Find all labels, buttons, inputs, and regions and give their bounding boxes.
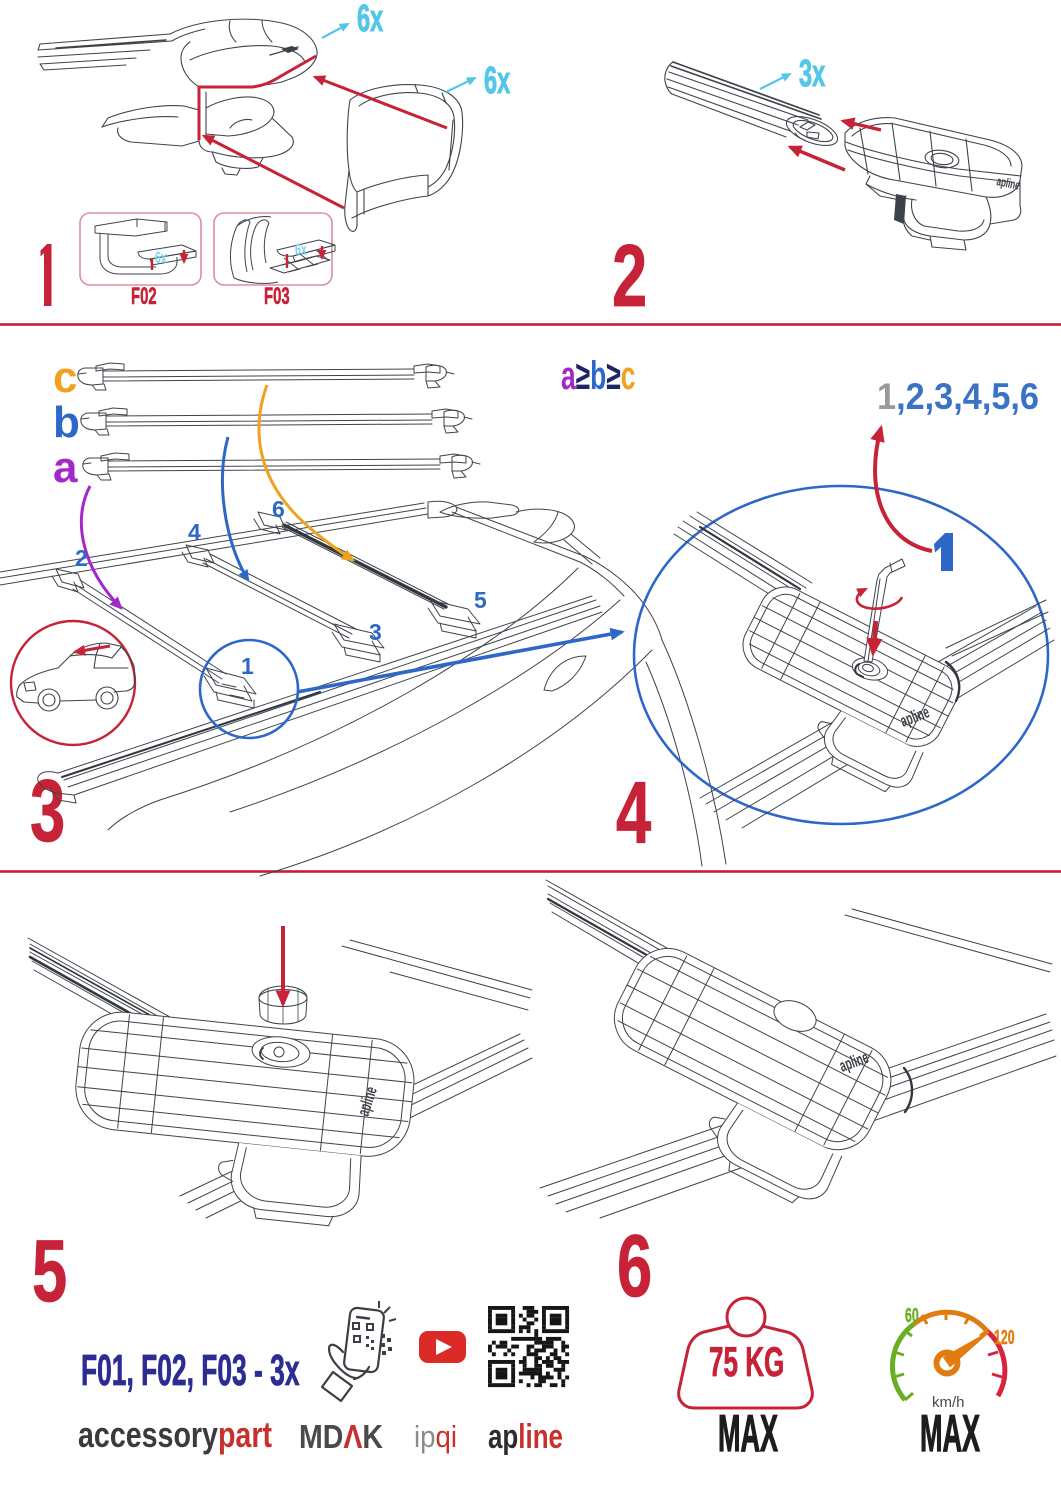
- svg-text:60: 60: [905, 1304, 919, 1327]
- svg-text:3x: 3x: [799, 51, 826, 94]
- svg-text:MDΛK: MDΛK: [299, 1418, 383, 1455]
- svg-text:6x: 6x: [295, 239, 307, 258]
- svg-text:a≥b≥c: a≥b≥c: [561, 354, 635, 399]
- svg-text:6x: 6x: [484, 58, 511, 101]
- svg-text:km/h: km/h: [932, 1394, 965, 1411]
- svg-text:120: 120: [994, 1326, 1015, 1349]
- svg-text:75 KG: 75 KG: [709, 1339, 784, 1386]
- svg-text:F02: F02: [131, 284, 157, 310]
- svg-text:apline: apline: [488, 1418, 563, 1456]
- svg-text:F03: F03: [264, 284, 290, 310]
- svg-text:MAX: MAX: [920, 1403, 980, 1462]
- svg-text:5: 5: [474, 587, 487, 613]
- svg-text:6: 6: [272, 496, 285, 522]
- svg-text:b: b: [53, 398, 80, 447]
- svg-text:2: 2: [75, 545, 88, 571]
- svg-text:ipqi: ipqi: [414, 1419, 457, 1454]
- svg-text:a: a: [53, 443, 78, 492]
- svg-text:apline: apline: [995, 174, 1021, 193]
- svg-text:2: 2: [612, 228, 647, 326]
- svg-text:4: 4: [188, 519, 201, 545]
- svg-text:c: c: [53, 353, 77, 402]
- svg-text:F01, F02, F03 - 3x: F01, F02, F03 - 3x: [81, 1345, 300, 1395]
- svg-text:3: 3: [369, 619, 382, 645]
- svg-text:5: 5: [32, 1223, 67, 1321]
- svg-text:6: 6: [617, 1218, 652, 1316]
- svg-text:6x: 6x: [155, 247, 167, 266]
- svg-text:3: 3: [30, 763, 65, 861]
- svg-text:6x: 6x: [357, 0, 384, 39]
- svg-text:1,2,3,4,5,6: 1,2,3,4,5,6: [877, 376, 1039, 417]
- svg-text:accessorypart: accessorypart: [78, 1414, 272, 1455]
- svg-text:1: 1: [241, 653, 254, 679]
- svg-text:4: 4: [616, 765, 652, 863]
- svg-text:MAX: MAX: [718, 1403, 778, 1462]
